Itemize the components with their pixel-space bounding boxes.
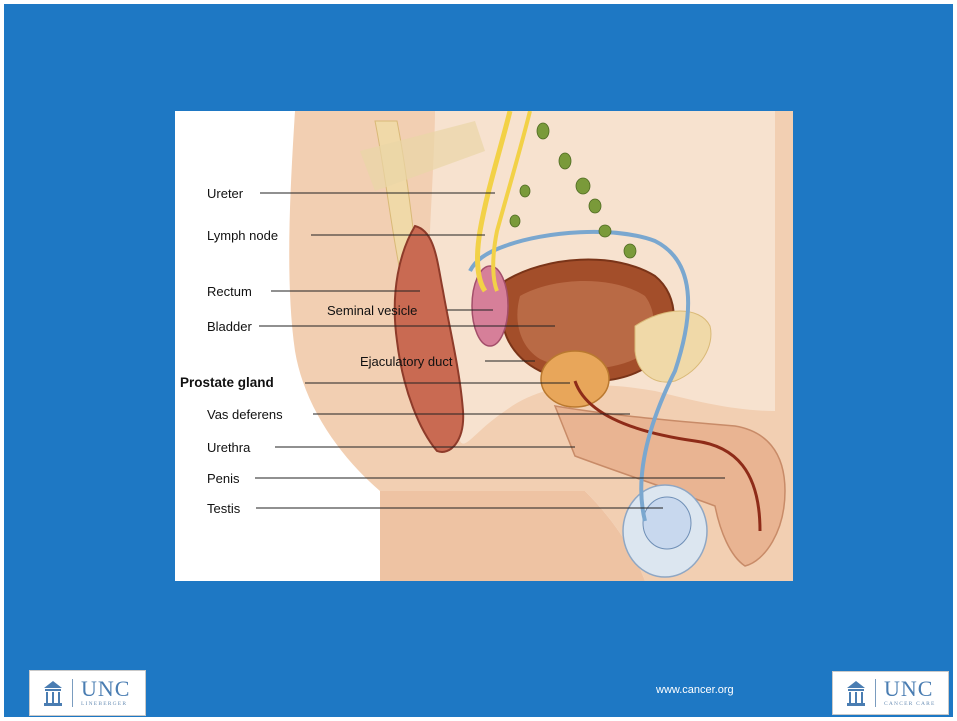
- logo-name: UNC: [884, 678, 936, 700]
- logo-divider: [72, 679, 73, 707]
- old-well-icon: [845, 679, 867, 707]
- label-seminal-vesicle: Seminal vesicle: [327, 303, 417, 318]
- label-penis: Penis: [207, 471, 240, 486]
- anatomy-drawing: [175, 111, 793, 581]
- unc-cancer-care-logo: UNC CANCER CARE: [832, 671, 949, 715]
- unc-lineberger-logo: UNC LINEBERGER: [29, 670, 146, 716]
- label-vas-deferens: Vas deferens: [207, 407, 283, 422]
- logo-divider: [875, 679, 876, 707]
- logo-subtitle: CANCER CARE: [884, 702, 936, 708]
- label-ejaculatory-duct: Ejaculatory duct: [360, 354, 453, 369]
- logo-name: UNC: [81, 678, 130, 700]
- label-lymph-node: Lymph node: [207, 228, 278, 243]
- label-prostate-gland: Prostate gland: [180, 375, 274, 390]
- old-well-icon: [42, 679, 64, 707]
- anatomy-illustration: Ureter Lymph node Rectum Seminal vesicle…: [175, 111, 793, 581]
- prostate-shape: [541, 351, 609, 407]
- label-urethra: Urethra: [207, 440, 250, 455]
- label-bladder: Bladder: [207, 319, 252, 334]
- logo-subtitle: LINEBERGER: [81, 702, 130, 708]
- label-rectum: Rectum: [207, 284, 252, 299]
- label-testis: Testis: [207, 501, 240, 516]
- website-url: www.cancer.org: [656, 684, 734, 696]
- label-ureter: Ureter: [207, 186, 243, 201]
- testis-shape: [643, 497, 691, 549]
